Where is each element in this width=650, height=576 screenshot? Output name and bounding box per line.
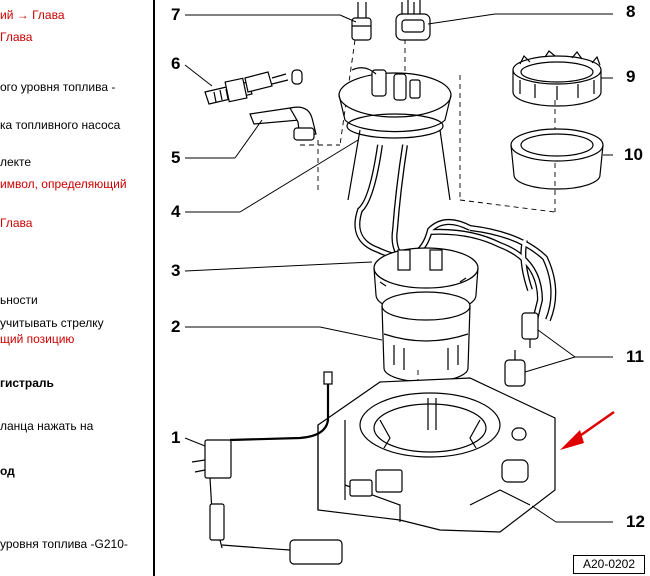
panel-divider bbox=[153, 0, 155, 576]
fuel-reservoir-housing bbox=[317, 377, 556, 533]
sidebar-heading-outlet: од bbox=[0, 464, 15, 478]
part-1-level-sensor bbox=[191, 371, 343, 565]
sidebar-text-sequence: ьности bbox=[0, 293, 38, 307]
leader-lines bbox=[184, 13, 613, 523]
part-4-flange bbox=[338, 67, 452, 201]
sidebar-text-flange: ланца нажать на bbox=[0, 419, 94, 433]
part-6-pipe bbox=[204, 69, 303, 105]
sidebar-link-chapter-1[interactable]: ий → Глава bbox=[0, 8, 65, 22]
callout-12: 12 bbox=[626, 512, 645, 531]
part-5-elbow bbox=[249, 106, 317, 141]
part-10-seal-ring bbox=[510, 128, 604, 190]
sidebar-text-kit: лекте bbox=[0, 155, 32, 169]
callout-3: 3 bbox=[171, 261, 181, 280]
sidebar-heading-line: гистраль bbox=[0, 376, 54, 390]
sidebar-text-level-sensor: ого уровня топлива - bbox=[0, 80, 116, 94]
part-7-connector bbox=[351, 2, 372, 41]
callout-8: 8 bbox=[626, 2, 636, 21]
callout-10: 10 bbox=[624, 145, 643, 164]
sidebar-link-chapter-2[interactable]: Глава bbox=[0, 30, 33, 44]
sidebar-link-chapter-3[interactable]: Глава bbox=[0, 216, 33, 230]
sidebar-text-arrow-note: учитывать стрелку bbox=[0, 316, 104, 330]
sidebar-text-panel: ий → Глава Глава ого уровня топлива - ка… bbox=[0, 0, 152, 576]
part-11-plugs bbox=[504, 312, 539, 387]
callout-1: 1 bbox=[171, 428, 181, 447]
red-arrow bbox=[560, 410, 615, 450]
callout-2: 2 bbox=[171, 317, 181, 336]
part-9-lock-ring bbox=[512, 50, 602, 107]
sidebar-link-position[interactable]: щий позицию bbox=[0, 332, 75, 346]
sidebar-link-symbol[interactable]: имвол, определяющий bbox=[0, 177, 127, 191]
callout-9: 9 bbox=[626, 67, 636, 86]
part-8-connector bbox=[395, 0, 431, 41]
figure-id-label: A20-0202 bbox=[573, 555, 645, 574]
callout-7: 7 bbox=[171, 5, 181, 24]
sidebar-text-g210: уровня топлива -G210- bbox=[0, 537, 128, 551]
sidebar-text-fuel-pump: ка топливного насоса bbox=[0, 118, 121, 132]
part-3-pump-cap bbox=[373, 247, 479, 314]
part-2-pump-body bbox=[381, 291, 471, 383]
callout-11: 11 bbox=[626, 347, 644, 366]
callout-6: 6 bbox=[171, 54, 181, 73]
callout-4: 4 bbox=[171, 202, 181, 221]
callout-5: 5 bbox=[171, 148, 181, 167]
